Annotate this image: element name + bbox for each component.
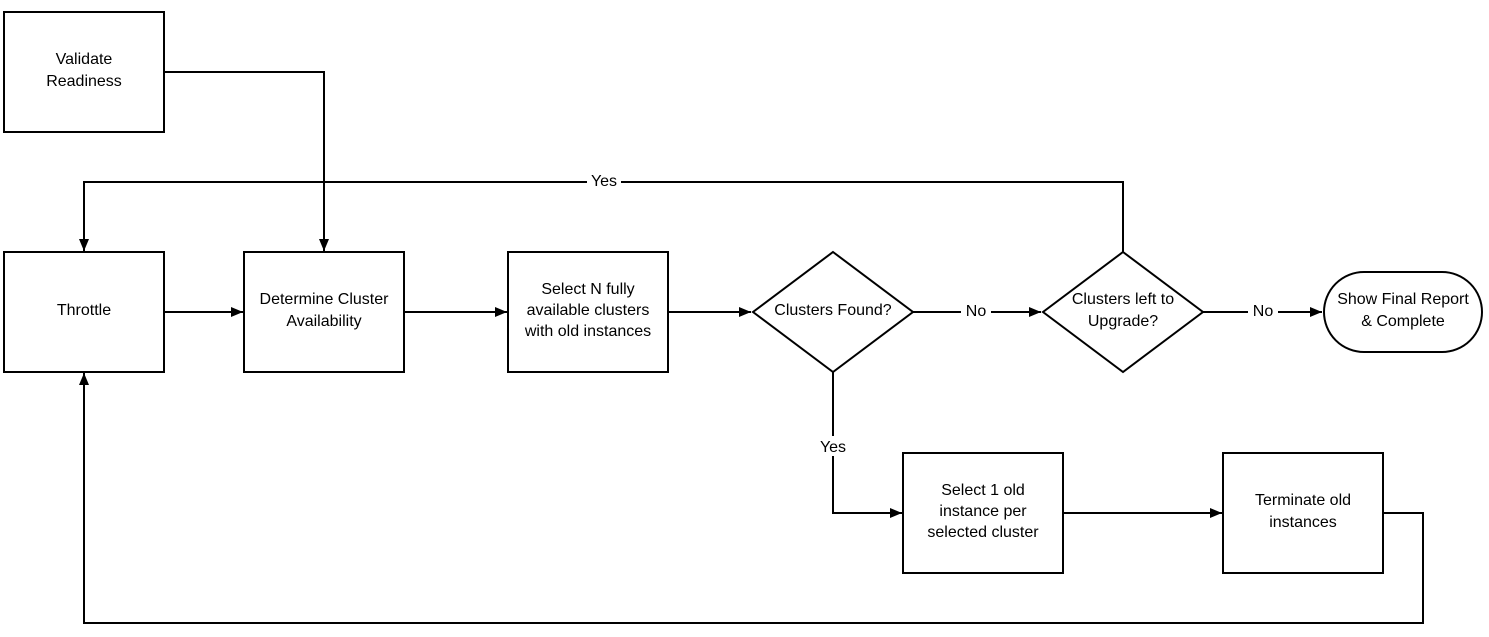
select-n-clusters-box [507,251,669,373]
clusters-left-line-2: Upgrade? [1088,313,1158,330]
select-one-instance-box [902,452,1064,574]
clusters-found-diamond [751,250,915,374]
throttle-box [3,251,165,373]
clusters-found-line-1: Clusters Found? [774,302,891,319]
found-yes-label-bg [816,436,850,456]
determine-cluster-availability-line-1: Determine Cluster [260,291,390,308]
determine-cluster-availability-line-2: Availability [286,313,361,330]
found-yes-label: Yes [820,439,846,456]
edge-clusters-left-yes-to-throttle [79,181,1124,252]
select-n-clusters-line-3: with old instances [524,323,651,340]
select-n-clusters-node: Select N fully available clusters with o… [507,251,669,373]
final-report-terminal: Show Final Report & Complete [1323,271,1483,353]
select-n-clusters-line-2: available clusters [527,302,650,319]
throttle-line-1: Throttle [57,302,111,319]
clusters-found-decision: Clusters Found? [751,250,915,374]
left-no-label-bg [1248,301,1278,321]
select-one-instance-line-3: selected cluster [927,524,1039,541]
loop-yes-label-bg [587,171,621,191]
edge-terminate-to-throttle [79,373,1424,624]
found-no-label-bg [961,301,991,321]
clusters-left-decision: Clusters left to Upgrade? [1041,250,1205,374]
final-report-line-1: Show Final Report [1337,291,1469,308]
throttle-node: Throttle [3,251,165,373]
found-no-label: No [966,303,987,320]
terminate-instances-node: Terminate old instances [1222,452,1384,574]
terminate-instances-line-1: Terminate old [1255,492,1351,509]
terminate-instances-line-2: instances [1269,514,1337,531]
clusters-left-line-1: Clusters left to [1072,291,1174,308]
validate-readiness-box [3,11,165,133]
edge-clusters-found-yes-to-select-1 [832,372,902,518]
final-report-terminal-shape [1323,271,1483,353]
terminate-instances-box [1222,452,1384,574]
loop-yes-label: Yes [591,173,617,190]
edge-labels: Yes No No Yes [587,171,1278,456]
select-one-instance-line-1: Select 1 old [941,482,1025,499]
select-one-instance-line-2: instance per [939,503,1027,520]
clusters-left-diamond [1041,250,1205,374]
determine-cluster-availability-box [243,251,405,373]
determine-cluster-availability-node: Determine Cluster Availability [243,251,405,373]
select-one-instance-node: Select 1 old instance per selected clust… [902,452,1064,574]
final-report-line-2: & Complete [1361,313,1445,330]
edge-validate-to-determine [164,71,329,251]
validate-readiness-line-2: Readiness [46,73,122,90]
left-no-label: No [1253,303,1274,320]
validate-readiness-node: Validate Readiness [3,11,165,133]
select-n-clusters-line-1: Select N fully [541,281,634,298]
validate-readiness-line-1: Validate [56,51,113,68]
